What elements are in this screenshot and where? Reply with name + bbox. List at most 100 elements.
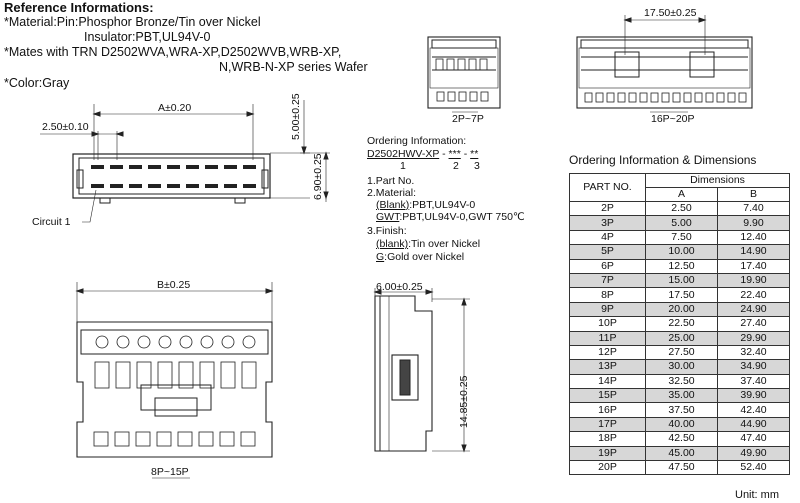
finish-blank-key: (blank): [376, 238, 409, 250]
cell-part: 9P: [569, 301, 646, 318]
cell-b: 14.90: [716, 244, 791, 260]
cell-part: 20P: [569, 460, 646, 476]
cell-b: 42.40: [716, 402, 791, 418]
cell-b: 32.40: [716, 344, 791, 361]
view-mid-caption: 8P~15P: [151, 466, 189, 478]
mates-line-2: N,WRB-N-XP series Wafer: [219, 60, 368, 74]
cell-a: 30.00: [645, 359, 718, 375]
header-a: A: [645, 187, 718, 202]
cell-a: 10.00: [645, 244, 718, 260]
material-blank-key: (Blank): [376, 199, 410, 211]
finish-gold-key: G: [376, 251, 385, 263]
view-16p-20p: [576, 15, 753, 113]
ordering-finish-gold: G:Gold over Nickel: [376, 252, 464, 263]
cell-part: 7P: [569, 272, 646, 289]
cell-a: 7.50: [645, 229, 718, 246]
cell-a: 35.00: [645, 388, 718, 404]
ordering-code-sep2: -: [460, 148, 471, 160]
cell-a: 12.50: [645, 258, 718, 274]
cell-part: 6P: [569, 258, 646, 274]
cell-b: 29.90: [716, 330, 791, 346]
cell-part: 11P: [569, 330, 646, 346]
dim-a-label: A±0.20: [158, 102, 192, 114]
cell-a: 42.50: [645, 431, 718, 447]
cell-b: 22.40: [716, 287, 791, 303]
dim-center-label: 17.50±0.25: [644, 7, 697, 19]
material-gwt-value: :PBT,UL94V-0,GWT 750℃: [399, 211, 525, 223]
cell-part: 16P: [569, 402, 646, 418]
cell-part: 13P: [569, 359, 646, 375]
cell-b: 49.90: [716, 445, 791, 462]
cell-a: 20.00: [645, 301, 718, 318]
ordering-material-gwt: GWT:PBT,UL94V-0,GWT 750℃: [376, 212, 525, 223]
cell-part: 15P: [569, 388, 646, 404]
cell-b: 39.90: [716, 388, 791, 404]
cell-b: 47.40: [716, 431, 791, 447]
cell-b: 44.90: [716, 416, 791, 433]
material-blank-value: :PBT,UL94V-0: [409, 199, 476, 211]
header-dimensions: Dimensions: [644, 173, 791, 188]
cell-part: 10P: [569, 316, 646, 332]
ordering-material-blank: (Blank):PBT,UL94V-0: [376, 200, 475, 211]
cell-a: 15.00: [645, 272, 718, 289]
ordering-code-sep1: -: [439, 148, 449, 160]
material-gwt-key: GWT: [376, 211, 400, 223]
ordering-finish-blank: (blank):Tin over Nickel: [376, 239, 480, 250]
cell-a: 37.50: [645, 402, 718, 418]
cell-b: 37.40: [716, 373, 791, 390]
cell-a: 40.00: [645, 416, 718, 433]
table-title: Ordering Information & Dimensions: [569, 153, 757, 167]
cell-part: 4P: [569, 229, 646, 246]
cell-part: 17P: [569, 416, 646, 433]
view-8p-15p: [75, 282, 274, 479]
cell-part: 19P: [569, 445, 646, 462]
cell-b: 7.40: [716, 200, 791, 217]
cell-part: 14P: [569, 373, 646, 390]
ordering-index-3: 3: [474, 160, 480, 172]
cell-b: 17.40: [716, 258, 791, 274]
insulator-line: Insulator:PBT,UL94V-0: [84, 30, 211, 44]
finish-blank-value: :Tin over Nickel: [408, 238, 481, 250]
header-b: B: [716, 187, 791, 202]
cell-b: 27.40: [716, 316, 791, 332]
front-view: [40, 100, 330, 223]
cell-b: 9.90: [716, 215, 791, 231]
cell-a: 32.50: [645, 373, 718, 390]
cell-a: 47.50: [645, 460, 718, 476]
view-small-caption: 2P~7P: [452, 113, 484, 125]
circuit-label: Circuit 1: [32, 216, 71, 228]
reference-title: Reference Informations:: [4, 0, 154, 15]
dim-h-top-label: 5.00±0.25: [290, 93, 302, 140]
cell-a: 25.00: [645, 330, 718, 346]
ordering-code-finish: **: [470, 148, 479, 160]
cell-b: 24.90: [716, 301, 791, 318]
cell-part: 5P: [569, 244, 646, 260]
view-2p-7p: [427, 36, 501, 113]
cell-a: 17.50: [645, 287, 718, 303]
dim-b-label: B±0.25: [157, 279, 191, 291]
dim-h-side-label: 6.90±0.25: [312, 153, 324, 200]
cell-b: 12.40: [716, 229, 791, 246]
finish-gold-value: :Gold over Nickel: [384, 251, 465, 263]
side-view: [373, 288, 470, 453]
cell-a: 22.50: [645, 316, 718, 332]
cell-part: 18P: [569, 431, 646, 447]
view-large-caption: 16P~20P: [651, 113, 695, 125]
ordering-index-2: 2: [453, 160, 459, 172]
material-line: *Material:Pin:Phosphor Bronze/Tin over N…: [4, 15, 261, 29]
ordering-index-1: 1: [400, 160, 406, 172]
